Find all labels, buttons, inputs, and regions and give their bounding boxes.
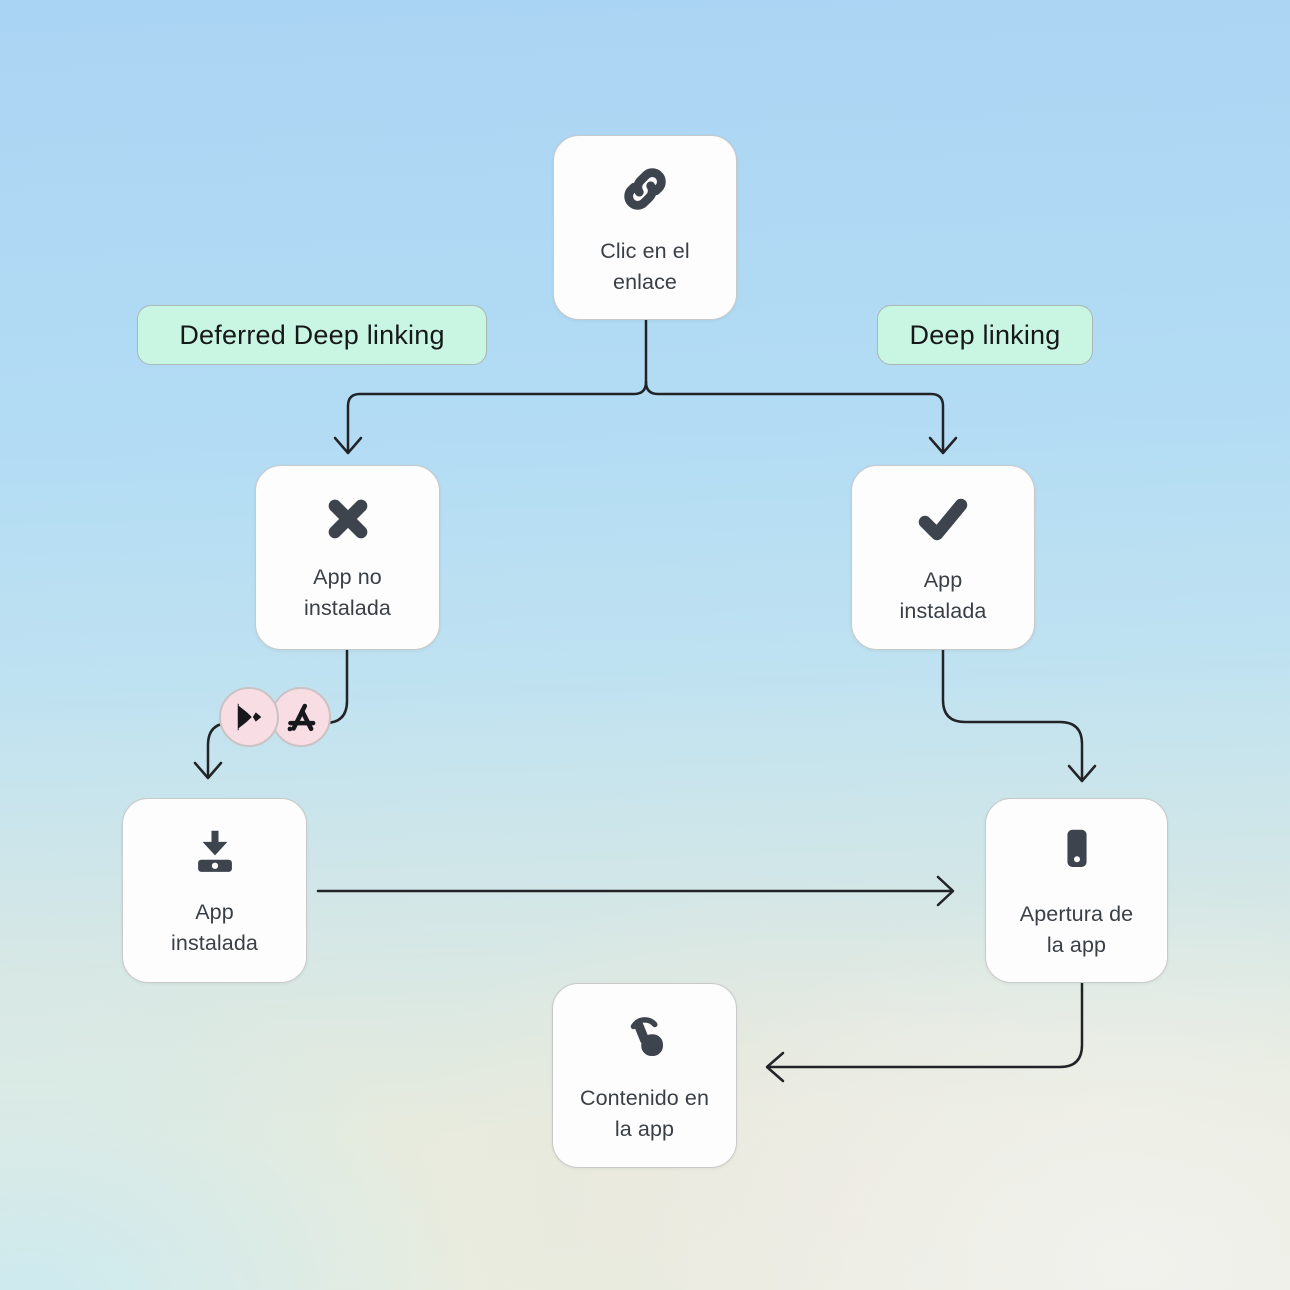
arrowhead-to-open xyxy=(1067,764,1097,783)
wire-left-branch xyxy=(346,380,648,453)
check-icon xyxy=(913,489,973,549)
arrowhead-stores xyxy=(193,761,223,780)
badge-deep-linking: Deep linking xyxy=(877,305,1093,365)
arrowhead-installed-to-open xyxy=(936,875,955,907)
play-store-icon xyxy=(237,703,262,731)
node-app-installed-after-store: App instalada xyxy=(122,798,307,983)
arrowhead-left-branch xyxy=(333,436,363,455)
node-app-open: Apertura de la app xyxy=(985,798,1168,983)
wire-open-to-content xyxy=(768,981,1084,1069)
badge-deep-label: Deep linking xyxy=(909,319,1061,350)
node-click-link: Clic en el enlace xyxy=(553,135,737,320)
node-app-installed: App instalada xyxy=(851,465,1035,650)
app-store-icon xyxy=(287,703,316,732)
node-app-installed-label: App instalada xyxy=(899,567,987,623)
wire-to-open xyxy=(941,648,1084,781)
download-icon xyxy=(186,823,244,881)
node-click-link-label: Clic en el enlace xyxy=(600,238,690,294)
app-store-badge xyxy=(271,687,331,747)
node-app-not-installed-label: App no instalada xyxy=(304,564,391,620)
node-app-open-label: Apertura de la app xyxy=(1019,901,1134,957)
arrowhead-open-to-content xyxy=(765,1051,785,1083)
wire-right-branch xyxy=(644,380,945,453)
node-app-installed-after-store-label: App instalada xyxy=(171,899,258,955)
link-icon xyxy=(614,158,676,220)
node-app-content: Contenido en la app xyxy=(552,983,737,1168)
phone-icon xyxy=(1046,821,1108,883)
x-icon xyxy=(321,492,375,546)
play-store-badge xyxy=(219,687,279,747)
node-app-content-label: Contenido en la app xyxy=(579,1085,710,1141)
badge-deferred-label: Deferred Deep linking xyxy=(179,319,445,350)
arrowhead-right-branch xyxy=(928,436,958,455)
badge-deferred-deep-linking: Deferred Deep linking xyxy=(137,305,487,365)
tap-icon xyxy=(615,1007,675,1067)
node-app-not-installed: App no instalada xyxy=(255,465,440,650)
